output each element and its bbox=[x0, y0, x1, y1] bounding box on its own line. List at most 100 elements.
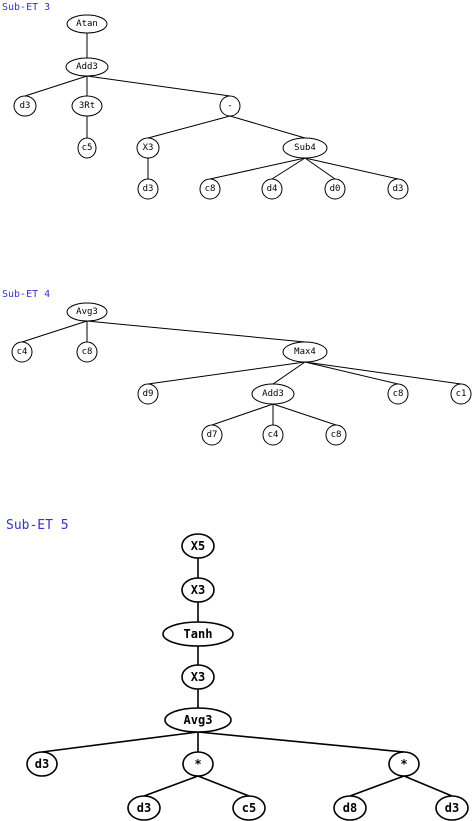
tree-node: d3 bbox=[127, 795, 161, 821]
node-label: d0 bbox=[330, 184, 341, 194]
node-label: Tanh bbox=[184, 627, 213, 641]
tree-node: c5 bbox=[77, 137, 97, 159]
node-label: Add3 bbox=[262, 389, 284, 399]
tree-node: d4 bbox=[261, 178, 283, 200]
tree-node: 3Rt bbox=[71, 95, 103, 117]
node-label: d3 bbox=[35, 757, 49, 771]
tree-node: * bbox=[388, 751, 420, 777]
node-ellipse bbox=[66, 14, 108, 34]
node-label: c8 bbox=[82, 347, 93, 357]
node-ellipse bbox=[136, 137, 160, 159]
tree-node: Sub4 bbox=[282, 137, 328, 159]
node-ellipse bbox=[251, 383, 295, 405]
tree-edge bbox=[41, 731, 199, 753]
node-label: d4 bbox=[267, 184, 278, 194]
node-label: X3 bbox=[143, 143, 154, 153]
tree-node: c4 bbox=[11, 341, 33, 363]
node-ellipse bbox=[66, 302, 108, 322]
node-ellipse bbox=[325, 424, 347, 446]
tree-node: c8 bbox=[76, 341, 98, 363]
tree-edge bbox=[21, 320, 88, 343]
tree-edge bbox=[349, 775, 405, 797]
tree-title: Sub-ET 3 bbox=[2, 2, 50, 13]
node-ellipse bbox=[71, 95, 103, 117]
node-label: c4 bbox=[17, 347, 28, 357]
tree-node: d3 bbox=[387, 178, 409, 200]
tree-edge bbox=[211, 403, 274, 426]
node-ellipse bbox=[65, 57, 109, 77]
node-ellipse bbox=[13, 95, 37, 117]
tree-edge bbox=[86, 320, 306, 343]
node-ellipse bbox=[201, 424, 223, 446]
tree-node: c5 bbox=[232, 795, 266, 821]
tree-node: Add3 bbox=[251, 383, 295, 405]
node-label: Sub4 bbox=[294, 143, 316, 153]
tree-edge bbox=[304, 157, 399, 180]
node-label: Add3 bbox=[76, 62, 98, 72]
node-ellipse bbox=[324, 178, 346, 200]
node-label: d9 bbox=[143, 389, 154, 399]
node-ellipse bbox=[137, 178, 159, 200]
tree-edge bbox=[147, 115, 231, 139]
tree-node: - bbox=[219, 95, 241, 117]
tree-edge bbox=[304, 361, 399, 385]
node-label: d3 bbox=[137, 801, 151, 815]
tree-node: d3 bbox=[13, 95, 37, 117]
node-label: X3 bbox=[191, 583, 205, 597]
node-ellipse bbox=[435, 795, 469, 821]
node-ellipse bbox=[219, 95, 241, 117]
node-label: d8 bbox=[343, 801, 357, 815]
tree-node: c8 bbox=[387, 383, 409, 405]
tree-edge bbox=[143, 775, 199, 797]
node-label: c4 bbox=[268, 430, 279, 440]
tree-node: d3 bbox=[137, 178, 159, 200]
tree-edge bbox=[272, 403, 337, 426]
tree-node: Avg3 bbox=[66, 302, 108, 322]
node-label: c8 bbox=[331, 430, 342, 440]
tree-node: Max4 bbox=[282, 341, 328, 363]
node-label: Avg3 bbox=[184, 713, 213, 727]
tree-edge bbox=[271, 157, 306, 180]
node-ellipse bbox=[11, 341, 33, 363]
node-label: d3 bbox=[143, 184, 154, 194]
node-ellipse bbox=[162, 621, 234, 647]
tree-node: X3 bbox=[181, 664, 215, 690]
node-ellipse bbox=[137, 383, 159, 405]
node-label: c8 bbox=[393, 389, 404, 399]
tree-node: d9 bbox=[137, 383, 159, 405]
tree-edge bbox=[147, 361, 306, 385]
tree-edge bbox=[304, 361, 462, 385]
tree-node: X3 bbox=[181, 577, 215, 603]
tree-node: Tanh bbox=[162, 621, 234, 647]
tree-edge bbox=[403, 775, 453, 797]
node-ellipse bbox=[181, 664, 215, 690]
node-label: c5 bbox=[82, 143, 93, 153]
node-ellipse bbox=[199, 178, 221, 200]
node-ellipse bbox=[387, 383, 409, 405]
node-label: 3Rt bbox=[79, 101, 95, 111]
node-label: Avg3 bbox=[76, 307, 98, 317]
tree-node: Add3 bbox=[65, 57, 109, 77]
tree-node: c8 bbox=[325, 424, 347, 446]
node-ellipse bbox=[450, 383, 472, 405]
tree-edge bbox=[86, 75, 231, 97]
tree-node: Avg3 bbox=[164, 707, 232, 733]
node-ellipse bbox=[282, 137, 328, 159]
node-ellipse bbox=[182, 751, 214, 777]
tree-node: d7 bbox=[201, 424, 223, 446]
tree-node: d3 bbox=[435, 795, 469, 821]
tree-edge bbox=[272, 361, 306, 385]
tree-title: Sub-ET 4 bbox=[2, 289, 50, 300]
node-ellipse bbox=[127, 795, 161, 821]
node-label: Max4 bbox=[294, 347, 316, 357]
node-ellipse bbox=[26, 751, 58, 777]
tree-node: c4 bbox=[262, 424, 284, 446]
node-label: X5 bbox=[191, 539, 205, 553]
node-ellipse bbox=[388, 751, 420, 777]
node-label: X3 bbox=[191, 670, 205, 684]
tree-node: X3 bbox=[136, 137, 160, 159]
